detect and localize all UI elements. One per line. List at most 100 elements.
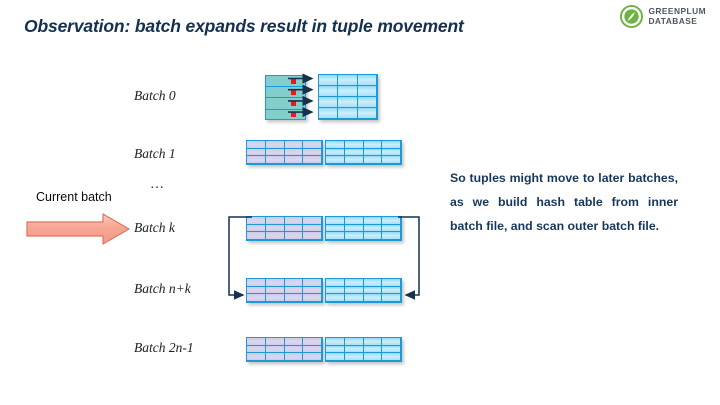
grid-cell: [344, 217, 364, 225]
grid-cell: [357, 97, 377, 108]
batch-1-inner-grid: [246, 140, 323, 165]
grid-cell: [363, 294, 383, 302]
grid-cell: [326, 217, 345, 225]
grid-cell: [284, 279, 304, 287]
grid-cell: [344, 286, 364, 295]
grid-cell: [326, 224, 345, 233]
grid-cell: [284, 141, 304, 149]
grid-cell: [363, 338, 383, 346]
inner-file-connector-arrow: [228, 216, 252, 300]
batch-1-outer-grid: [325, 140, 402, 165]
grid-cell: [303, 224, 322, 233]
current-batch-arrow-icon: [26, 213, 130, 245]
batch-k-inner-grid: [246, 216, 323, 241]
tuple-marker: [291, 79, 296, 84]
grid-cell: [344, 345, 364, 354]
grid-cell: [357, 86, 377, 97]
grid-cell: [265, 217, 285, 225]
grid-cell: [382, 353, 401, 361]
grid-cell: [344, 156, 364, 164]
grid-cell: [284, 345, 304, 354]
grid-cell: [247, 294, 266, 302]
batch-label-1: Batch 1: [134, 146, 176, 161]
batch-label-2n-minus-1: Batch 2n-1: [134, 340, 194, 355]
grid-cell: [326, 353, 345, 361]
grid-cell: [363, 224, 383, 233]
grid-cell: [284, 338, 304, 346]
grid-cell: [344, 353, 364, 361]
batch-label-ellipsis: …: [150, 177, 165, 192]
grid-cell: [303, 148, 322, 157]
grid-cell: [344, 232, 364, 240]
grid-cell: [265, 294, 285, 302]
grid-cell: [363, 148, 383, 157]
grid-cell: [338, 108, 358, 119]
grid-cell: [247, 141, 266, 149]
grid-cell: [284, 148, 304, 157]
grid-cell: [247, 232, 266, 240]
grid-cell: [247, 338, 266, 346]
tuple-marker: [291, 90, 296, 95]
grid-cell: [284, 294, 304, 302]
page-title: Observation: batch expands result in tup…: [24, 16, 464, 36]
grid-cell: [382, 345, 401, 354]
grid-cell: [326, 232, 345, 240]
grid-cell: [247, 224, 266, 233]
grid-cell: [319, 108, 339, 119]
grid-cell: [265, 141, 285, 149]
grid-cell: [303, 156, 322, 164]
grid-cell: [247, 148, 266, 157]
grid-cell: [344, 338, 364, 346]
grid-cell: [344, 148, 364, 157]
current-batch-label: Current batch: [36, 190, 112, 204]
grid-cell: [382, 141, 401, 149]
grid-cell: [338, 97, 358, 108]
grid-cell: [265, 338, 285, 346]
grid-cell: [303, 279, 322, 287]
grid-cell: [247, 353, 266, 361]
grid-cell: [363, 232, 383, 240]
grid-cell: [247, 279, 266, 287]
grid-cell: [382, 156, 401, 164]
grid-cell: [382, 217, 401, 225]
batch-label-k: Batch k: [134, 220, 175, 235]
grid-cell: [382, 294, 401, 302]
grid-cell: [265, 224, 285, 233]
grid-cell: [357, 75, 377, 86]
grid-cell: [284, 156, 304, 164]
batch-n-plus-k-inner-grid: [246, 278, 323, 303]
logo-line-2: DATABASE: [648, 15, 698, 26]
grid-cell: [344, 224, 364, 233]
grid-cell: [284, 232, 304, 240]
grid-cell: [344, 294, 364, 302]
grid-cell: [326, 338, 345, 346]
grid-cell: [265, 345, 285, 354]
grid-cell: [338, 75, 358, 86]
grid-cell: [265, 286, 285, 295]
batch-label-0: Batch 0: [134, 88, 176, 103]
grid-cell: [382, 279, 401, 287]
grid-cell: [284, 217, 304, 225]
grid-cell: [265, 353, 285, 361]
grid-cell: [357, 108, 377, 119]
grid-cell: [303, 294, 322, 302]
grid-cell: [247, 156, 266, 164]
batch-k-outer-grid: [325, 216, 402, 241]
grid-cell: [319, 97, 339, 108]
tuple-marker: [291, 112, 296, 117]
grid-cell: [284, 224, 304, 233]
grid-cell: [303, 232, 322, 240]
greenplum-database-logo: GREENPLUM DATABASE: [620, 5, 706, 28]
batch-0-outer-grid: [318, 74, 378, 120]
batch-n-plus-k-outer-grid: [325, 278, 402, 303]
grid-cell: [303, 345, 322, 354]
grid-cell: [338, 86, 358, 97]
grid-cell: [326, 286, 345, 295]
grid-cell: [344, 141, 364, 149]
grid-cell: [303, 353, 322, 361]
grid-cell: [363, 286, 383, 295]
grid-cell: [363, 279, 383, 287]
grid-cell: [303, 338, 322, 346]
grid-cell: [319, 75, 339, 86]
grid-cell: [382, 286, 401, 295]
